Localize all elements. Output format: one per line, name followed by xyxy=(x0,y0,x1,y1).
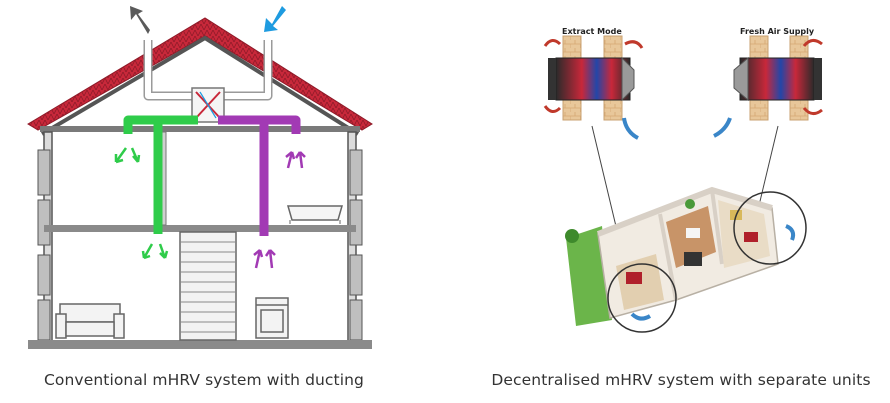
oven-icon xyxy=(255,297,289,339)
supply-curved-arrows xyxy=(802,39,823,115)
wall-pillars xyxy=(37,149,363,341)
exhaust-roof-duct-inner xyxy=(145,40,196,99)
fresh-air-supply-label: Fresh Air Supply xyxy=(740,27,815,36)
roof-tiles xyxy=(27,17,373,131)
supply-ducts xyxy=(123,115,198,234)
extract-mode-unit xyxy=(548,35,635,121)
extract-airflow-arrows xyxy=(253,151,306,269)
bathtub-icon xyxy=(287,205,343,224)
fresh-air-supply-unit xyxy=(733,35,822,121)
circle-blue-arrow-right-icon xyxy=(785,224,796,241)
sofa-icon xyxy=(55,303,125,339)
mhrv-unit xyxy=(191,87,225,123)
attic-floor xyxy=(40,126,360,132)
extract-blue-curved-arrow-icon xyxy=(622,117,639,140)
intake-roof-duct-inner xyxy=(222,40,271,99)
house-cross-section xyxy=(27,6,373,349)
staircase xyxy=(179,231,237,341)
exhaust-arrow-icon xyxy=(130,6,150,34)
decentralised-system: Extract Mode Fresh Air Supply xyxy=(543,27,823,333)
intake-arrow-icon xyxy=(264,6,286,32)
middle-floor xyxy=(44,225,356,232)
left-caption: Conventional mHRV system with ducting xyxy=(44,371,364,389)
apartment-floorplan xyxy=(565,186,779,326)
unit-location-circles xyxy=(607,191,807,333)
extract-curved-arrows xyxy=(543,39,644,113)
supply-blue-curved-arrow-icon xyxy=(713,117,732,138)
circle-blue-arrow-left-icon xyxy=(630,312,652,321)
extract-mode-label: Extract Mode xyxy=(562,27,622,36)
supply-airflow-arrows xyxy=(114,147,169,260)
right-caption: Decentralised mHRV system with separate … xyxy=(491,371,871,389)
ground-floor xyxy=(28,340,372,349)
roof-outline xyxy=(40,35,360,136)
extract-ducts xyxy=(218,115,301,236)
